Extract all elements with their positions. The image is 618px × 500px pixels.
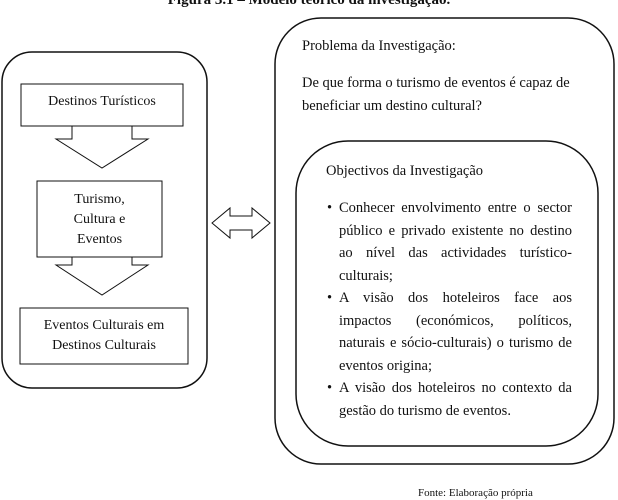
destinos-label: Destinos Turísticos: [48, 94, 156, 109]
double-arrow: [211, 206, 271, 240]
turismo-label: Turismo, Cultura e Eventos: [73, 192, 126, 247]
objectives-heading: Objectivos da Investigação: [326, 163, 484, 179]
bullet-icon: •: [327, 380, 333, 396]
objective-item: • A visão dos hoteleiros no contexto da …: [327, 377, 572, 422]
problem-question: De que forma o turismo de eventos é capa…: [302, 75, 570, 114]
objective-item: • Conhecer envolvimento entre o sector p…: [327, 197, 572, 287]
bullet-icon: •: [327, 200, 333, 216]
down-arrow-2: [54, 256, 150, 296]
objective-item: • A visão dos hoteleiros face aos impact…: [327, 287, 572, 377]
objectives-container: [295, 140, 599, 447]
destinos-box: [20, 83, 184, 127]
objectives-list: • Conhecer envolvimento entre o sector p…: [327, 197, 572, 422]
problem-heading: Problema da Investigação:: [302, 38, 456, 54]
figure-caption: Figura 3.1 – Modelo teórico da investiga…: [167, 0, 451, 8]
bullet-icon: •: [327, 290, 333, 306]
source-note: Fonte: Elaboração própria: [418, 487, 533, 499]
eventos-box: [19, 307, 189, 365]
eventos-label: Eventos Culturais em Destinos Culturais: [43, 318, 165, 353]
down-arrow-1: [54, 125, 150, 169]
